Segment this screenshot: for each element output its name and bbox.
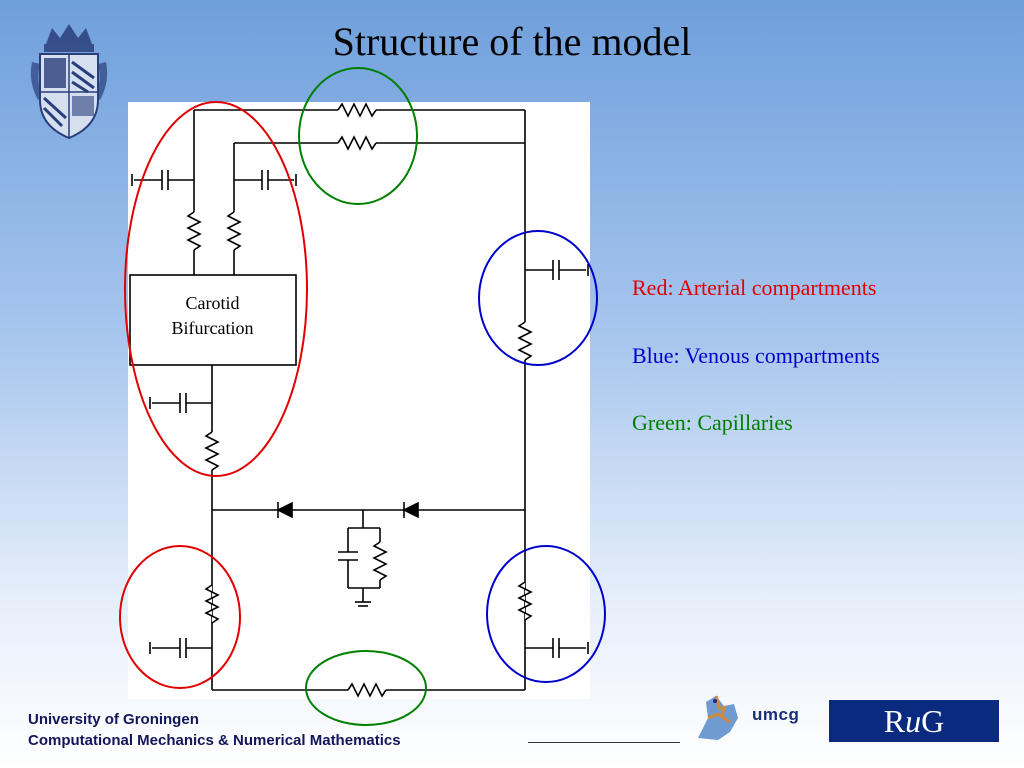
slide-title: Structure of the model (332, 19, 692, 64)
capillary-ellipse-lower (305, 650, 427, 726)
legend-venous: Blue: Venous compartments (632, 343, 880, 368)
capillary-ellipse-upper (298, 67, 418, 205)
umcg-frog-logo (698, 695, 738, 740)
footer-university: University of Groningen (28, 711, 199, 728)
footer-department: Computational Mechanics & Numerical Math… (28, 732, 401, 749)
box-label-line-2: Bifurcation (171, 318, 254, 338)
diode-right (402, 501, 419, 519)
circuit-wires (129, 102, 589, 698)
legend-arterial: Red: Arterial compartments (632, 275, 877, 300)
diode-left (276, 501, 293, 519)
arterial-ellipse-upper (124, 101, 308, 477)
rug-logo-g: G (921, 703, 945, 739)
venous-ellipse-upper (478, 230, 598, 366)
arterial-ellipse-lower (119, 545, 241, 689)
rug-logo-r: R (883, 703, 906, 739)
umcg-wordmark: umcg (752, 705, 800, 724)
rug-logo-u: u (905, 703, 922, 739)
circuit-diagram-panel (128, 102, 590, 699)
carotid-bifurcation-label: Carotid Bifurcation (130, 291, 295, 341)
venous-ellipse-lower (486, 545, 606, 683)
footer-divider (528, 742, 680, 743)
box-label-line-1: Carotid (185, 293, 240, 313)
university-crest-logo (30, 24, 108, 140)
rug-logo: RuG (828, 699, 1000, 743)
legend-capillaries: Green: Capillaries (632, 410, 793, 435)
